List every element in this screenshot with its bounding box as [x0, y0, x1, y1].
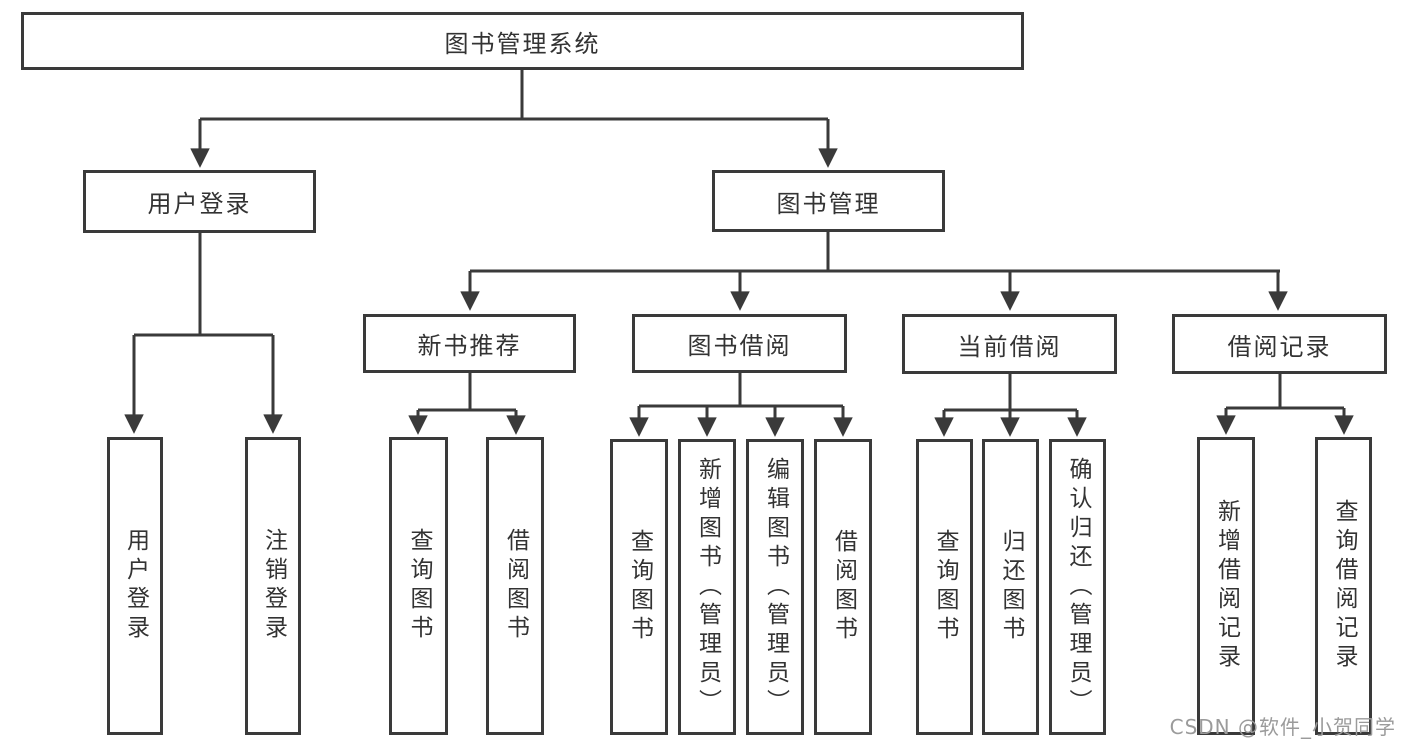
node-user-login-label: 用户登录 [147, 190, 252, 218]
connector-user-login-to-leaves [124, 233, 283, 434]
connector-borrowing-records-to-leaves [1216, 374, 1354, 435]
leaf-query-books-borrowing-label: 查询图书 [626, 529, 653, 645]
node-book-borrowing: 图书借阅 [632, 314, 847, 373]
leaf-query-borrow-record: 查询借阅记录 [1315, 437, 1372, 735]
node-book-borrowing-label: 图书借阅 [687, 332, 792, 360]
connector-book-management-to-level3 [460, 232, 1288, 311]
leaf-return-books: 归还图书 [982, 439, 1039, 735]
leaf-confirm-return-admin: 确认归还（管理员） [1049, 439, 1106, 735]
connector-root-to-level2 [190, 70, 838, 168]
leaf-query-books-borrowing: 查询图书 [610, 439, 668, 735]
leaf-add-borrow-record: 新增借阅记录 [1197, 437, 1255, 735]
node-borrowing-records-label: 借阅记录 [1227, 332, 1332, 361]
node-current-borrowing-label: 当前借阅 [957, 332, 1062, 361]
leaf-borrow-books-recommend-label: 借阅图书 [502, 528, 529, 644]
leaf-query-borrow-record-label: 查询借阅记录 [1331, 499, 1357, 673]
leaf-query-books-current-label: 查询图书 [932, 529, 958, 645]
node-library-system-label: 图书管理系统 [444, 29, 601, 58]
node-borrowing-records: 借阅记录 [1172, 314, 1387, 374]
leaf-add-borrow-record-label: 新增借阅记录 [1213, 499, 1240, 673]
leaf-edit-books-admin: 编辑图书（管理员） [746, 439, 804, 735]
leaf-edit-books-admin-label: 编辑图书（管理员） [762, 456, 789, 718]
node-library-system: 图书管理系统 [21, 12, 1024, 70]
watermark: CSDN @软件_小贺同学 [1169, 715, 1396, 739]
node-current-borrowing: 当前借阅 [902, 314, 1117, 374]
node-new-book-recommend-label: 新书推荐 [417, 332, 522, 360]
leaf-query-books-recommend: 查询图书 [389, 437, 448, 735]
leaf-user-login-label: 用户登录 [122, 528, 149, 644]
leaf-add-books-admin-label: 新增图书（管理员） [694, 456, 721, 718]
leaf-borrow-books-borrowing-label: 借阅图书 [830, 529, 857, 645]
leaf-add-books-admin: 新增图书（管理员） [678, 439, 736, 735]
node-user-login: 用户登录 [83, 170, 316, 233]
node-book-management-label: 图书管理 [776, 189, 881, 218]
leaf-logout-label: 注销登录 [260, 528, 287, 644]
connector-new-book-recommend-to-leaves [408, 373, 526, 435]
leaf-user-login: 用户登录 [107, 437, 163, 735]
leaf-query-books-recommend-label: 查询图书 [406, 528, 432, 644]
node-book-management: 图书管理 [712, 170, 945, 232]
leaf-query-books-current: 查询图书 [916, 439, 973, 735]
leaf-borrow-books-recommend: 借阅图书 [486, 437, 544, 735]
node-new-book-recommend: 新书推荐 [363, 314, 576, 373]
leaf-confirm-return-admin-label: 确认归还（管理员） [1065, 456, 1091, 718]
leaf-return-books-label: 归还图书 [998, 529, 1024, 645]
connector-current-borrowing-to-leaves [934, 374, 1087, 437]
leaf-borrow-books-borrowing: 借阅图书 [814, 439, 872, 735]
connector-book-borrowing-to-leaves [629, 373, 853, 437]
leaf-logout: 注销登录 [245, 437, 301, 735]
